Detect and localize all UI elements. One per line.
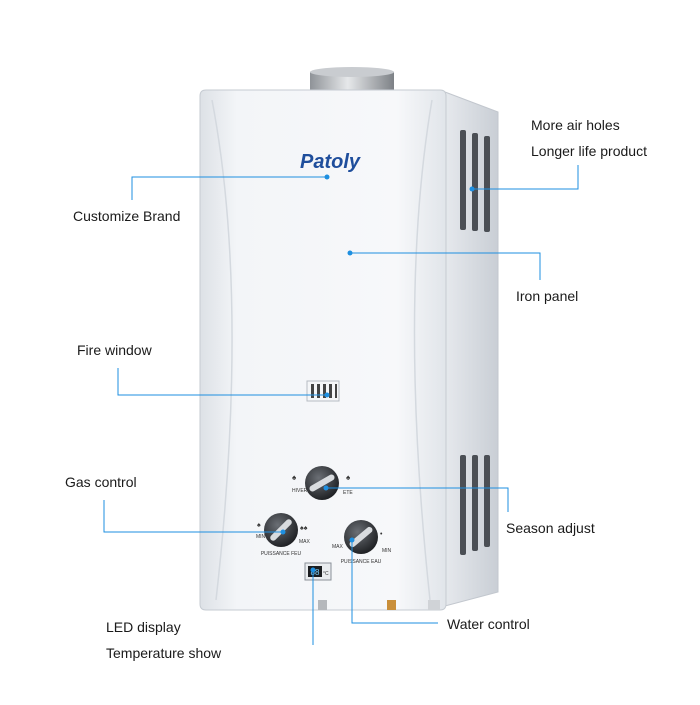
led-display: 88 °C (304, 562, 332, 581)
season-knob-right-label: ETE (343, 490, 353, 496)
callout-lines (103, 165, 579, 645)
callout-dot-gas (280, 529, 286, 535)
flame-icon-season-left: ♠ (292, 473, 297, 482)
side-panel (444, 91, 499, 607)
water-knob-min-label: MAX (332, 544, 344, 550)
fire-window (306, 380, 340, 402)
callout-line-brand (131, 176, 327, 200)
callout-dot-water (349, 537, 355, 543)
flame-icon-season-right: ♠ (346, 473, 351, 482)
water-knob[interactable] (344, 520, 378, 554)
callout-line-season (326, 487, 509, 512)
led-display-value: 88 (311, 568, 320, 577)
front-curve-left (211, 99, 233, 601)
label-customize-brand: Customize Brand (73, 208, 181, 224)
air-holes-lower (460, 455, 490, 555)
season-knob[interactable] (305, 466, 339, 500)
callout-dots (280, 174, 475, 573)
callout-dot-led (310, 567, 316, 573)
callout-line-water (351, 540, 438, 624)
flame-icon-gas-max: ♠♠ (300, 525, 308, 532)
callout-line-air-holes (472, 165, 579, 190)
water-drop-icon: • (380, 531, 383, 538)
callout-dot-brand (324, 174, 330, 180)
callout-line-gas (103, 500, 283, 533)
led-display-unit: °C (323, 571, 329, 577)
pipe-fittings (318, 600, 440, 610)
season-knob-left-label: HIVER (292, 488, 308, 494)
callout-dot-fire-window (324, 392, 330, 398)
callout-line-iron-panel (350, 252, 541, 280)
front-panel (199, 89, 447, 611)
label-water-control: Water control (447, 616, 530, 632)
callout-dot-air-holes (469, 186, 475, 192)
water-knob-max-label: MIN (382, 548, 392, 554)
callout-dot-iron-panel (347, 250, 353, 256)
gas-knob-min-label: MIN (256, 534, 266, 540)
front-curve-right (413, 99, 433, 601)
label-more-air-holes: More air holes (531, 117, 620, 133)
label-fire-window: Fire window (77, 342, 152, 358)
water-knob-caption: PUISSANCE EAU (341, 559, 382, 565)
air-holes-upper (460, 130, 490, 232)
label-temperature-show: Temperature show (106, 645, 222, 661)
label-season-adjust: Season adjust (506, 520, 595, 536)
gas-knob-max-label: MAX (299, 539, 311, 545)
gas-knob[interactable] (264, 513, 298, 547)
label-gas-control: Gas control (65, 474, 137, 490)
label-iron-panel: Iron panel (516, 288, 579, 304)
gas-knob-caption: PUISSANCE FEU (261, 551, 302, 557)
callout-line-fire-window (117, 368, 327, 396)
brand-logo: Patoly (300, 151, 361, 173)
callout-dot-season (323, 485, 329, 491)
flame-icon-gas-min: ♠ (257, 522, 261, 529)
label-longer-life-product: Longer life product (531, 143, 647, 159)
label-led-display: LED display (106, 619, 181, 635)
